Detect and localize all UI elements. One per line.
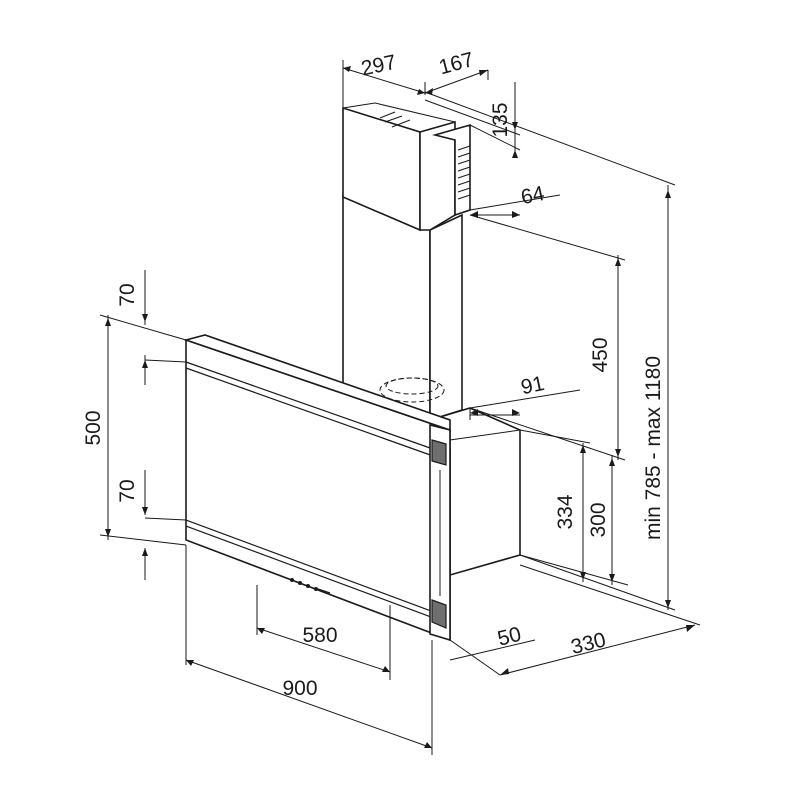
top-grille xyxy=(379,111,411,128)
dim-330: 330 xyxy=(569,628,609,659)
arrowheads xyxy=(105,66,695,748)
vent-slots xyxy=(457,145,471,200)
dim-50: 50 xyxy=(495,623,523,651)
dim-580: 580 xyxy=(302,624,337,647)
dim-167: 167 xyxy=(436,48,476,79)
air-outlet xyxy=(379,377,445,403)
dimension-lines xyxy=(99,60,701,755)
dim-334: 334 xyxy=(554,494,577,529)
dim-500: 500 xyxy=(82,410,105,445)
dim-91: 91 xyxy=(519,372,547,399)
dimension-labels: 297 167 135 64 450 91 334 300 min 785 - … xyxy=(82,48,665,700)
dim-70-bottom: 70 xyxy=(116,479,139,502)
front-panel xyxy=(183,334,451,642)
dim-300: 300 xyxy=(587,502,610,537)
dim-overall-height: min 785 - max 1180 xyxy=(642,356,665,540)
dim-64: 64 xyxy=(519,182,547,209)
control-buttons xyxy=(290,578,331,594)
dim-135: 135 xyxy=(489,102,512,137)
dim-297: 297 xyxy=(359,51,398,81)
dim-70-top: 70 xyxy=(116,283,139,306)
chimney xyxy=(342,102,471,422)
dim-900: 900 xyxy=(282,677,317,700)
dim-450: 450 xyxy=(589,337,612,372)
